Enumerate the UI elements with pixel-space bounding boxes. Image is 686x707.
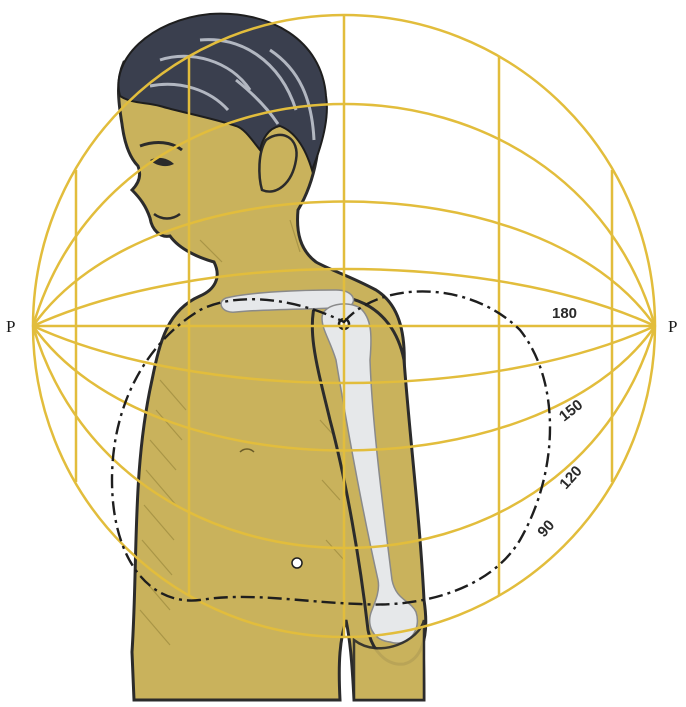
pole-left-label: P xyxy=(6,317,15,336)
angle-label-150: 150 xyxy=(556,396,586,425)
angle-label-90: 90 xyxy=(534,517,558,541)
angle-label-120: 120 xyxy=(556,463,585,493)
angle-label-180: 180 xyxy=(552,305,577,322)
pole-right-label: P xyxy=(668,317,677,336)
navel-marker xyxy=(292,558,302,568)
